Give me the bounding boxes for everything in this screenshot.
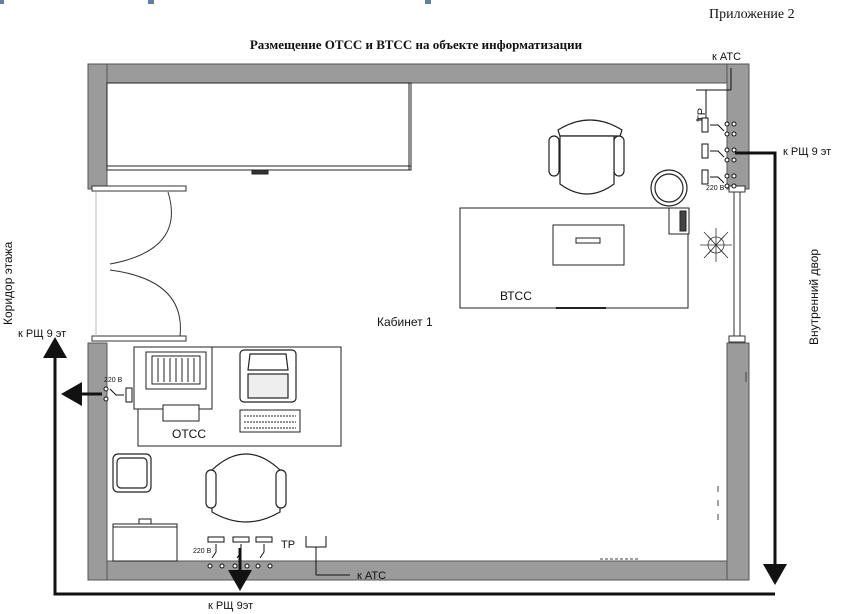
label-otss: ОТСС: [172, 427, 206, 441]
label-to-rsh-bottom: к РЩ 9эт: [208, 600, 253, 612]
sockets-right: [701, 117, 737, 189]
cable-routes: [43, 151, 787, 596]
wall-left-lower: [87, 342, 108, 581]
walls: [87, 63, 750, 581]
label-to-ats-bottom: к АТС: [357, 570, 386, 582]
label-room: Кабинет 1: [377, 315, 433, 329]
round-object: [650, 169, 688, 207]
socket-left: [103, 386, 133, 403]
label-corridor: Коридор этажа: [1, 241, 15, 325]
appendix-label: Приложение 2: [709, 7, 795, 22]
label-voltage-left: 220 В: [104, 377, 123, 384]
header-accent-bar-right: [425, 0, 431, 4]
label-to-rsh-right: к РЩ 9 эт: [783, 146, 831, 158]
vtss-desk: [459, 207, 689, 309]
door-left: [91, 185, 187, 342]
square-bin: [112, 453, 152, 493]
tr-top-box: [696, 68, 732, 121]
wall-right-upper: [726, 63, 750, 190]
tr-bottom-box: [305, 536, 350, 576]
wall-top: [87, 63, 750, 84]
label-vtss: ВТСС: [500, 289, 532, 303]
label-voltage-bottom: 220 В: [193, 548, 212, 555]
wall-left-upper: [87, 63, 108, 190]
otss-desk: [133, 346, 342, 447]
label-to-ats-top: к АТС: [712, 51, 741, 63]
safe-cabinet: [112, 518, 178, 562]
label-to-rsh-left: к РЩ 9 эт: [18, 328, 66, 340]
label-courtyard: Внутренний двор: [807, 249, 821, 345]
header-accent-bar-left: [0, 0, 4, 4]
armchair-otss: [239, 349, 297, 403]
label-tr-bottom: ТР: [281, 539, 295, 551]
header-accent-bar-mid: [148, 0, 154, 4]
window-right: [728, 185, 746, 343]
label-voltage-right: 220 В: [706, 185, 725, 192]
wardrobe: [106, 82, 412, 175]
armchair-top: [548, 119, 625, 195]
right-wall-marks: [600, 372, 747, 560]
phone-device: [668, 207, 690, 235]
page-title: Размещение ОТСС и ВТСС на объекте информ…: [250, 37, 583, 52]
wall-bottom: [87, 560, 750, 581]
wall-right-lower: [726, 342, 750, 581]
chair-bottom: [205, 453, 287, 523]
plant-icon: [700, 228, 732, 262]
